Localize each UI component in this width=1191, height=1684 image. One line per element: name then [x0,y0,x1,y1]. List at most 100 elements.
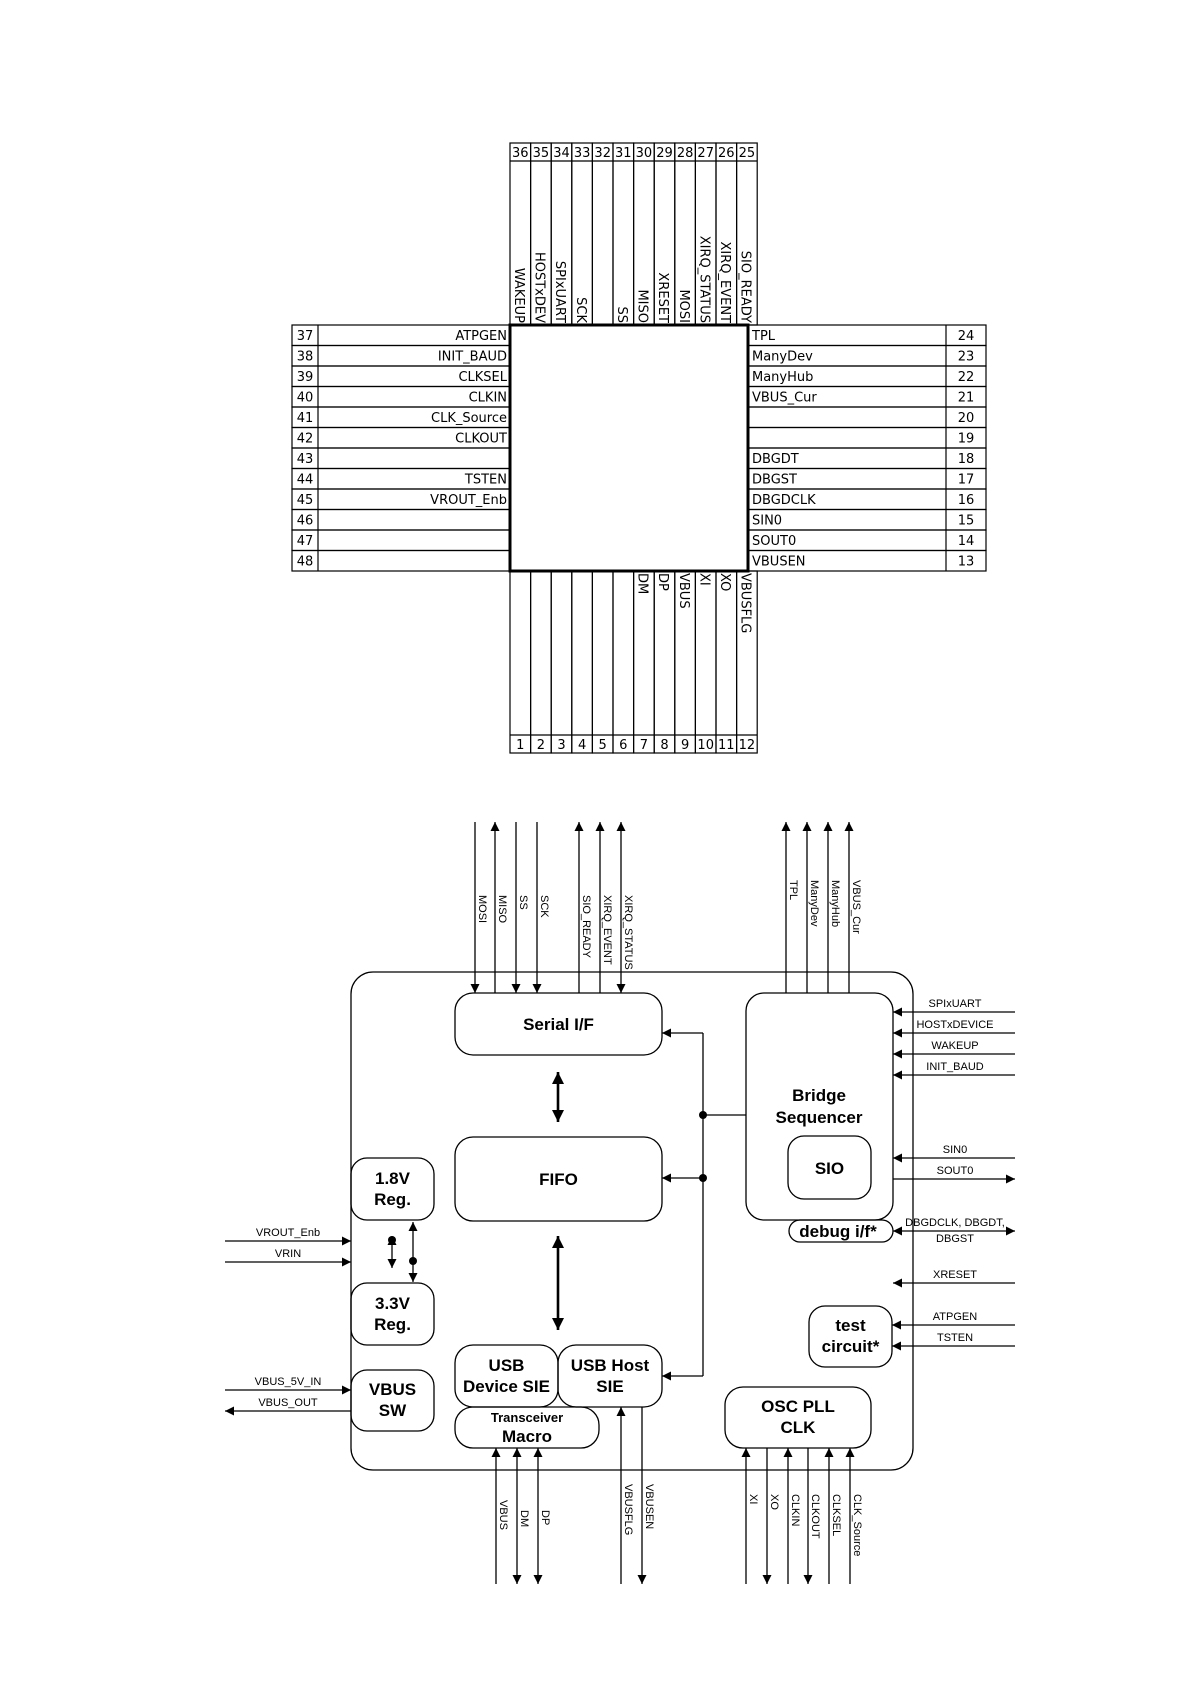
pin-signal: HOSTxDEV [532,252,547,323]
pin-number: 41 [297,411,314,426]
signal-label: CLK_Source [851,1494,863,1556]
usb-host-label-line2: SIE [596,1377,623,1396]
pin-signal: DP [655,573,670,591]
pin-cell-bottom [735,570,758,754]
vbus-sw-label-line2: SW [379,1401,407,1420]
junction-dot [699,1174,707,1182]
pin-cell-bottom [550,570,573,754]
signal-label: CLKOUT [809,1494,821,1539]
signal-label: VRIN [275,1248,301,1260]
pin-signal: ManyDev [752,350,813,365]
signal-label: CLKSEL [830,1494,842,1536]
reg-3v3-block: 3.3V Reg. [350,1282,435,1346]
pin-number: 19 [958,432,975,447]
pin-number: 44 [297,473,314,488]
test-label-line2: circuit* [822,1337,880,1356]
signal-label: MOSI [476,895,488,923]
chip-outline [350,971,914,1471]
internal-connections [387,1028,746,1381]
vbus-sw-block: VBUS SW [350,1369,435,1432]
pin-cell-bottom [571,570,593,754]
signal-label: XI [747,1494,759,1504]
signal-label: VROUT_Enb [256,1227,320,1239]
pin-number: 3 [557,738,565,753]
pin-number: 30 [636,146,653,161]
signal-label: MISO [496,895,508,924]
pin-cell-right [747,549,987,572]
pin-signal: VROUT_Enb [430,493,507,508]
pin-cell-bottom [612,570,635,754]
pin-signal: SIN0 [752,514,782,529]
signal-label: DM [518,1510,530,1527]
signal-label: TSTEN [937,1332,973,1344]
pin-number: 34 [553,146,570,161]
pin-number: 12 [739,738,756,753]
pin-signal: ManyHub [752,370,813,385]
pin-signal: VBUSFLG [738,573,753,633]
debug-if-label: debug i/f* [799,1222,877,1241]
pin-cell-right [747,508,987,531]
signal-label: XIRQ_EVENT [601,895,613,965]
pin-cell-left [291,549,511,572]
osc-pll-clk-block: OSC PLL CLK [724,1386,872,1449]
signal-label: SPIxUART [929,998,982,1010]
pin-number: 6 [619,738,627,753]
pin-number: 1 [516,738,524,753]
signal-label: CLKIN [789,1494,801,1526]
pin-number: 40 [297,391,314,406]
osc-label-line2: CLK [781,1418,817,1437]
pin-number: 17 [958,473,975,488]
pin-cell-bottom [529,570,552,754]
pin-cell-bottom [715,570,738,754]
pin-signal: XIRQ_STATUS [696,236,711,323]
pin-signal: WAKEUP [511,268,526,323]
signal-label: SIN0 [943,1144,967,1156]
debug-if-block: debug i/f* [788,1219,894,1243]
pin-number: 2 [537,738,545,753]
serial-if-block: Serial I/F [454,992,663,1056]
pin-number: 43 [297,452,314,467]
pin-number: 13 [958,555,975,570]
pin-number: 27 [697,146,714,161]
pin-number: 28 [677,146,694,161]
pin-number: 22 [958,370,975,385]
pin-signal: VBUSEN [752,555,806,570]
chip-body [508,323,750,573]
pin-number: 25 [739,146,756,161]
reg-1v8-label-line1: 1.8V [375,1169,411,1188]
usb-device-label-line1: USB [489,1356,525,1375]
pin-number: 26 [718,146,735,161]
signal-label: INIT_BAUD [926,1061,984,1073]
osc-label-line1: OSC PLL [761,1397,835,1416]
signal-label: HOSTxDEVICE [916,1019,993,1031]
pin-number: 38 [297,350,314,365]
junction-dot [699,1111,707,1119]
pin-number: 21 [958,391,975,406]
transceiver-label-line2: Macro [502,1427,552,1446]
pin-signal: SIO_READY [738,251,753,323]
pin-cell-top [612,142,635,326]
pin-number: 33 [574,146,591,161]
pin-number: 15 [958,514,975,529]
signal-label: XIRQ_STATUS [622,895,634,970]
pin-number: 16 [958,493,975,508]
signal-label: SCK [538,895,550,918]
pin-signal: CLKSEL [458,370,507,385]
signal-label: DBGST [936,1233,974,1245]
pin-number: 29 [656,146,673,161]
signal-label: WAKEUP [931,1040,978,1052]
usb-device-sie-block: USB Device SIE [454,1344,559,1408]
usb-host-label-line1: USB Host [571,1356,650,1375]
pin-signal: VBUS [676,573,691,609]
pin-signal: XI [696,573,711,586]
test-label-line1: test [835,1316,866,1335]
sio-label: SIO [815,1159,844,1178]
pin-signal: CLK_Source [431,411,507,426]
pin-signal: XO [717,573,732,591]
signal-label: DP [539,1510,551,1525]
transceiver-label-line1: Transceiver [491,1410,563,1425]
junction-dot [409,1257,417,1265]
